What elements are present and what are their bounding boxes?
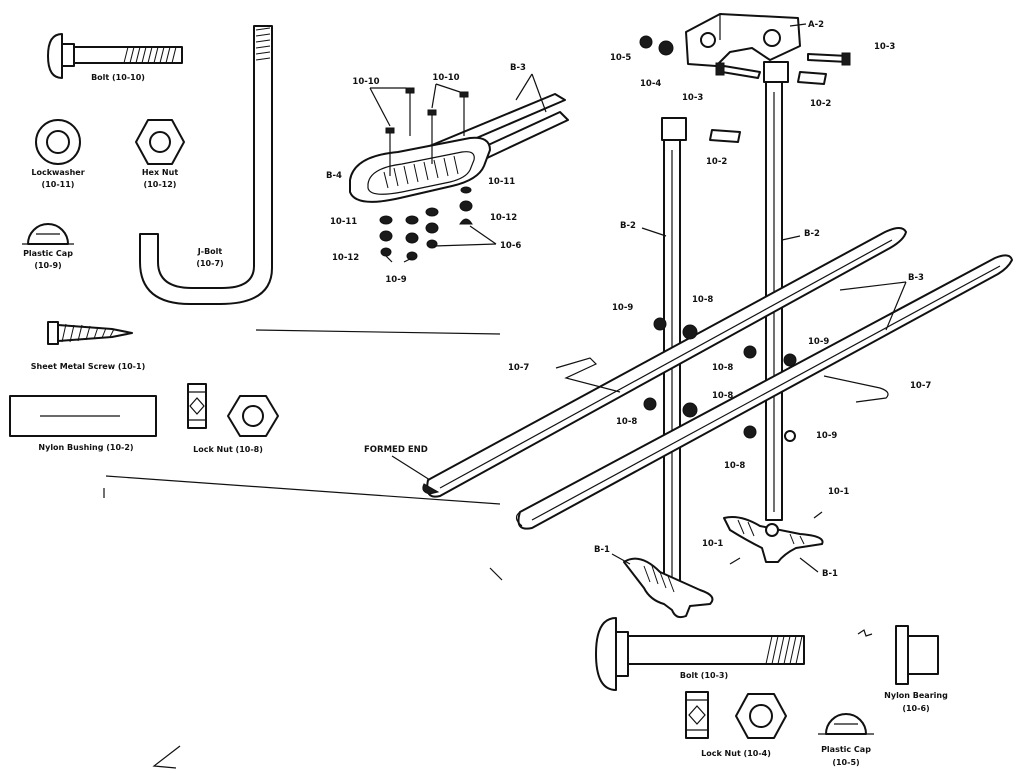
callout-10-11-left: 10-11 — [330, 217, 357, 227]
callout-10-9-footrest: 10-9 — [385, 275, 406, 285]
foot-b1-right — [723, 516, 824, 563]
stray-mark-bottom — [152, 745, 181, 769]
sheet-metal-screw-label: Sheet Metal Screw (10-1) — [31, 362, 145, 371]
callout-b3-main: B-3 — [908, 273, 924, 283]
lockwasher-drawing — [35, 119, 81, 165]
nylon-bushings-10-2 — [709, 71, 827, 143]
callout-b2-right: B-2 — [804, 229, 820, 239]
nylon-bearing-10-6-label: Nylon Bearing — [884, 691, 948, 700]
callout-10-6-footrest: 10-6 — [500, 241, 521, 251]
plastic-cap-10-5-drawing — [818, 713, 874, 735]
callout-b3-footrest: B-3 — [510, 63, 526, 73]
hex-nut-label: Hex Nut — [142, 168, 178, 177]
callout-10-8-e: 10-8 — [724, 461, 745, 471]
nylon-bushing-label: Nylon Bushing (10-2) — [38, 443, 133, 452]
callout-10-8-d: 10-8 — [616, 417, 637, 427]
callout-10-3-right: 10-3 — [874, 42, 895, 52]
hex-nut-drawing — [135, 119, 185, 165]
plastic-cap-10-5-number: (10-5) — [832, 758, 859, 767]
lockwasher-label: Lockwasher — [31, 168, 84, 177]
assembly-hardware — [643, 317, 797, 442]
bolt-10-10-drawing — [47, 33, 183, 79]
bracket-bolts-10-3 — [715, 52, 851, 79]
callout-10-1-left: 10-1 — [702, 539, 723, 549]
callout-formed-end: FORMED END — [364, 445, 428, 455]
callout-10-12-left: 10-12 — [332, 253, 359, 263]
j-bolt-number: (10-7) — [196, 259, 223, 268]
lock-nut-10-8-label: Lock Nut (10-8) — [193, 445, 263, 454]
callout-10-9-b: 10-9 — [808, 337, 829, 347]
callout-10-10-left: 10-10 — [352, 77, 379, 87]
plastic-cap-10-9-drawing — [22, 223, 74, 245]
callout-b1-left: B-1 — [594, 545, 610, 555]
lock-nut-10-4-label: Lock Nut (10-4) — [701, 749, 771, 758]
foot-b1-left — [623, 557, 714, 619]
callout-10-9-a: 10-9 — [612, 303, 633, 313]
bolt-10-3-drawing — [595, 617, 805, 691]
bracket-a2 — [685, 13, 801, 67]
callout-10-8-b: 10-8 — [712, 363, 733, 373]
callout-b4: B-4 — [326, 171, 342, 181]
nylon-bushing-drawing — [9, 395, 157, 437]
callout-10-10-right: 10-10 — [432, 73, 459, 83]
bolt-10-3-label: Bolt (10-3) — [680, 671, 728, 680]
foot-screws-10-1 — [729, 511, 823, 565]
stray-mark-center — [489, 567, 503, 581]
runner-b3-upper — [422, 227, 907, 498]
callout-10-7-right: 10-7 — [910, 381, 931, 391]
callout-10-8-a: 10-8 — [692, 295, 713, 305]
bracket-nuts — [639, 35, 674, 56]
callout-10-2-left: 10-2 — [706, 157, 727, 167]
callout-10-4: 10-4 — [640, 79, 661, 89]
callout-10-9-c: 10-9 — [816, 431, 837, 441]
j-bolt-label: J-Bolt — [197, 247, 223, 256]
callout-10-2-right: 10-2 — [810, 99, 831, 109]
nylon-bearing-10-6-number: (10-6) — [902, 704, 929, 713]
callout-10-1-right: 10-1 — [828, 487, 849, 497]
j-bolt-drawing — [139, 25, 273, 305]
separator-line-upper — [255, 329, 501, 335]
callout-10-5-bracket: 10-5 — [610, 53, 631, 63]
callout-10-8-c: 10-8 — [712, 391, 733, 401]
footrest-bolts-10-10 — [369, 83, 469, 176]
lock-nut-10-8-drawing — [187, 383, 279, 437]
sheet-metal-screw-drawing — [47, 321, 133, 345]
callout-10-3-left: 10-3 — [682, 93, 703, 103]
callout-10-12-right: 10-12 — [490, 213, 517, 223]
footrest-hardware-stacks — [379, 186, 497, 263]
callout-10-7-left: 10-7 — [508, 363, 529, 373]
separator-line-lower — [105, 475, 501, 505]
bolt-10-10-label: Bolt (10-10) — [91, 73, 145, 82]
nylon-bearing-10-6-drawing — [857, 625, 939, 685]
assembly-j-bolt-right — [823, 375, 889, 403]
callout-10-11-right: 10-11 — [488, 177, 515, 187]
hex-nut-number: (10-12) — [144, 180, 177, 189]
lock-nut-10-4-drawing — [685, 691, 787, 739]
plastic-cap-10-9-number: (10-9) — [34, 261, 61, 270]
callout-a2: A-2 — [808, 20, 824, 30]
callout-b2-left: B-2 — [620, 221, 636, 231]
plastic-cap-10-5-label: Plastic Cap — [821, 745, 871, 754]
callout-b1-right: B-1 — [822, 569, 838, 579]
assembly-j-bolt-left — [555, 357, 621, 393]
lockwasher-number: (10-11) — [42, 180, 75, 189]
plastic-cap-10-9-label: Plastic Cap — [23, 249, 73, 258]
